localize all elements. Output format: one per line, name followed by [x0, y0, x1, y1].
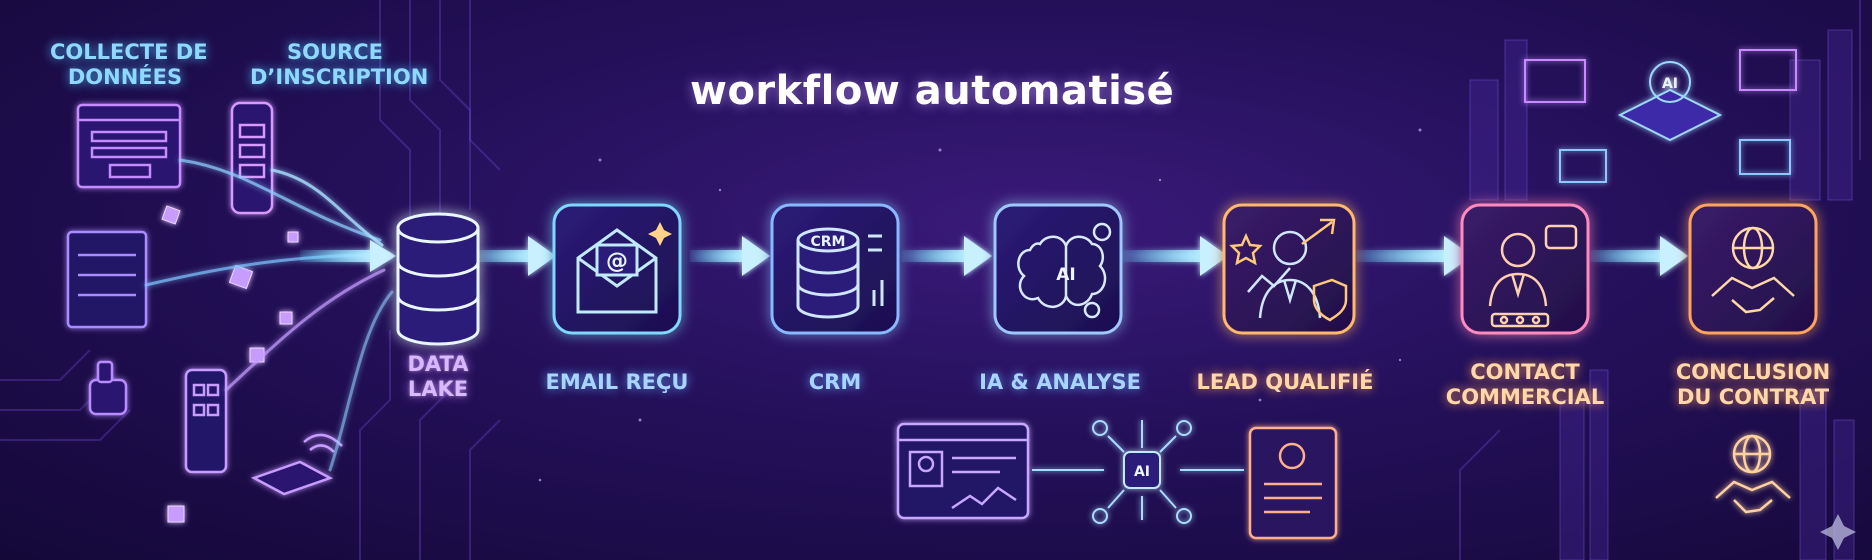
arrow-datalake-to-email: [470, 236, 556, 276]
ai-chip-icon: AI: [1524, 49, 1797, 183]
web-form-icon: [76, 103, 182, 189]
city-skyline: [1469, 29, 1855, 560]
step-label-qualified-lead: LEAD QUALIFIÉ: [1180, 370, 1390, 395]
step-label-contract-closing: CONCLUSION DU CONTRAT: [1668, 360, 1838, 410]
source-label-data-collection: COLLECTE DE DONNÉES: [50, 40, 208, 90]
step-label-line1: CONCLUSION: [1675, 360, 1831, 384]
page-title: workflow automatisé: [690, 68, 1175, 114]
step-label-line1: CONTACT: [1470, 360, 1580, 384]
flow-arrows: [300, 236, 1688, 276]
step-box-contract: [1688, 203, 1818, 335]
arrow-contact-to-contract: [1590, 236, 1688, 276]
source-label-line1: SOURCE: [287, 40, 383, 64]
desktop-monitor-icon: [66, 230, 148, 329]
handshake-globe-icon: [1711, 226, 1795, 314]
step-label-data-lake: DATA LAKE: [388, 352, 488, 402]
step-label-line1: DATA: [407, 352, 469, 376]
source-streams: [144, 158, 394, 472]
ai-hub-icon: [1032, 420, 1244, 524]
step-box-lead: [1222, 203, 1356, 335]
step-label-line1: EMAIL REÇU: [545, 370, 689, 394]
email-envelope-icon: @: [576, 222, 672, 314]
sparkle-icon: [1820, 514, 1856, 550]
lead-document-icon: [1248, 426, 1338, 540]
arrow-lead-to-contact: [1356, 236, 1472, 276]
tablet-icon: [184, 368, 228, 474]
database-icon: [396, 212, 480, 346]
arrow-email-to-crm: [690, 236, 770, 276]
step-box-crm: CRM: [770, 203, 900, 335]
crm-icon-label: CRM: [811, 234, 846, 250]
arrow-source-to-datalake: [300, 240, 396, 272]
mobile-phone-icon: [230, 101, 274, 215]
step-box-contact: [1460, 203, 1590, 335]
particles: [538, 128, 1422, 482]
step-box-ai: AI: [993, 203, 1123, 335]
profile-card-icon: [896, 422, 1030, 520]
sales-contact-icon: [1488, 224, 1578, 328]
source-label-line2: DONNÉES: [67, 65, 183, 89]
qualified-lead-icon: [1229, 218, 1348, 322]
ai-hub-label: AI: [1134, 464, 1150, 480]
source-label-line1: COLLECTE DE: [50, 40, 208, 64]
step-label-crm: CRM: [775, 370, 895, 395]
source-label-signup-source: SOURCE D’INSCRIPTION: [250, 40, 429, 90]
step-label-sales-contact: CONTACT COMMERCIAL: [1440, 360, 1610, 410]
floating-cubes: [161, 205, 299, 523]
step-label-line2: LAKE: [407, 377, 469, 401]
step-label-line1: LEAD QUALIFIÉ: [1196, 370, 1374, 394]
ai-top-label: AI: [1662, 76, 1678, 92]
step-label-line1: IA & ANALYSE: [979, 370, 1141, 394]
crm-database-icon: [796, 227, 884, 319]
svg-text:@: @: [606, 249, 628, 274]
step-label-email: EMAIL REÇU: [527, 370, 707, 395]
handshake-globe-bottom-icon: [1715, 434, 1791, 514]
source-label-line2: D’INSCRIPTION: [250, 65, 429, 89]
step-label-line1: CRM: [808, 370, 862, 394]
arrow-crm-to-ai: [902, 236, 992, 276]
arrow-ai-to-lead: [1122, 236, 1228, 276]
step-box-email: @: [552, 203, 682, 335]
ai-brain-icon: [1017, 222, 1112, 319]
router-icon: [250, 433, 343, 496]
hand-device-icon: [88, 360, 128, 416]
step-label-line2: DU CONTRAT: [1676, 385, 1830, 409]
ai-icon-label: AI: [1056, 265, 1075, 285]
step-label-line2: COMMERCIAL: [1445, 385, 1605, 409]
step-label-ai-analysis: IA & ANALYSE: [960, 370, 1160, 395]
